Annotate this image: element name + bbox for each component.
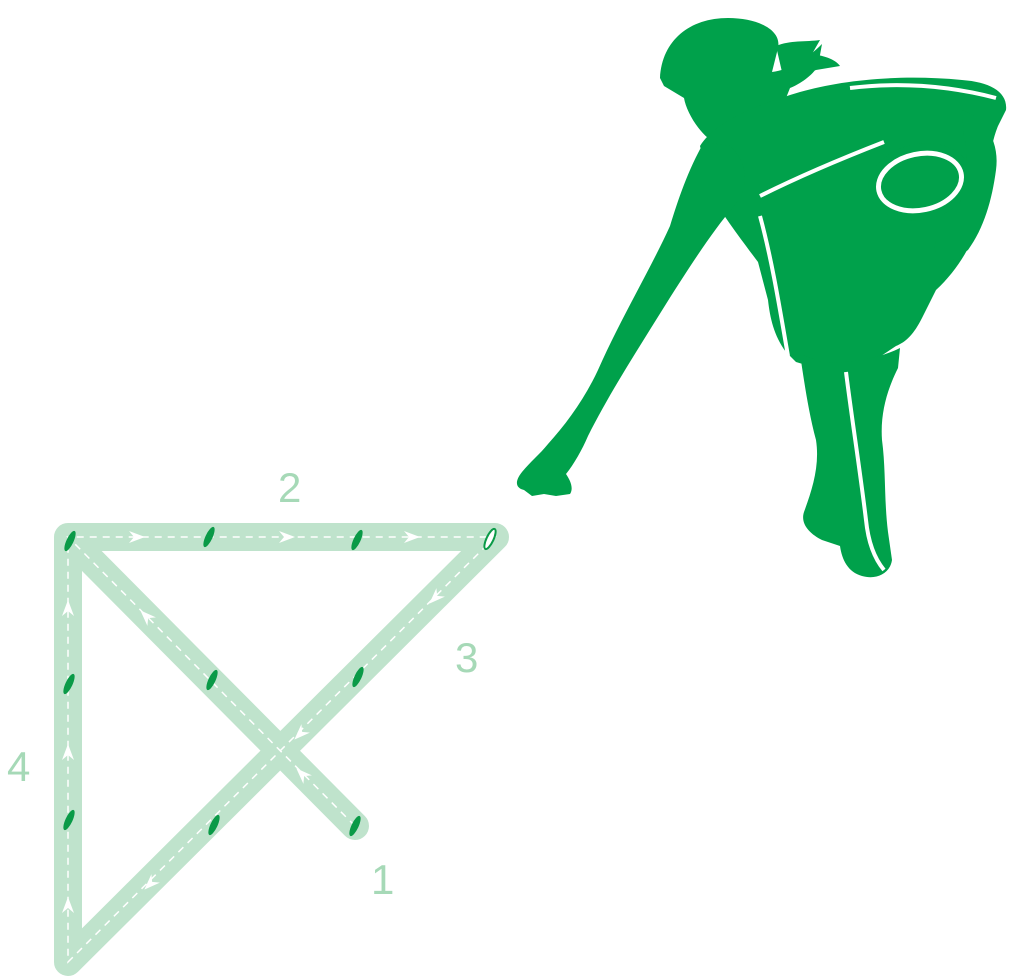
segment-label-2: 2 (278, 464, 301, 511)
segment-label-3: 3 (455, 634, 478, 681)
reaching-arm (517, 142, 745, 496)
ponytail (776, 40, 840, 73)
person-sowing-seeds-icon (517, 18, 1006, 577)
legs (800, 348, 900, 577)
seeds (61, 526, 498, 838)
segment-label-4: 4 (7, 743, 30, 790)
segment-label-1: 1 (371, 856, 394, 903)
